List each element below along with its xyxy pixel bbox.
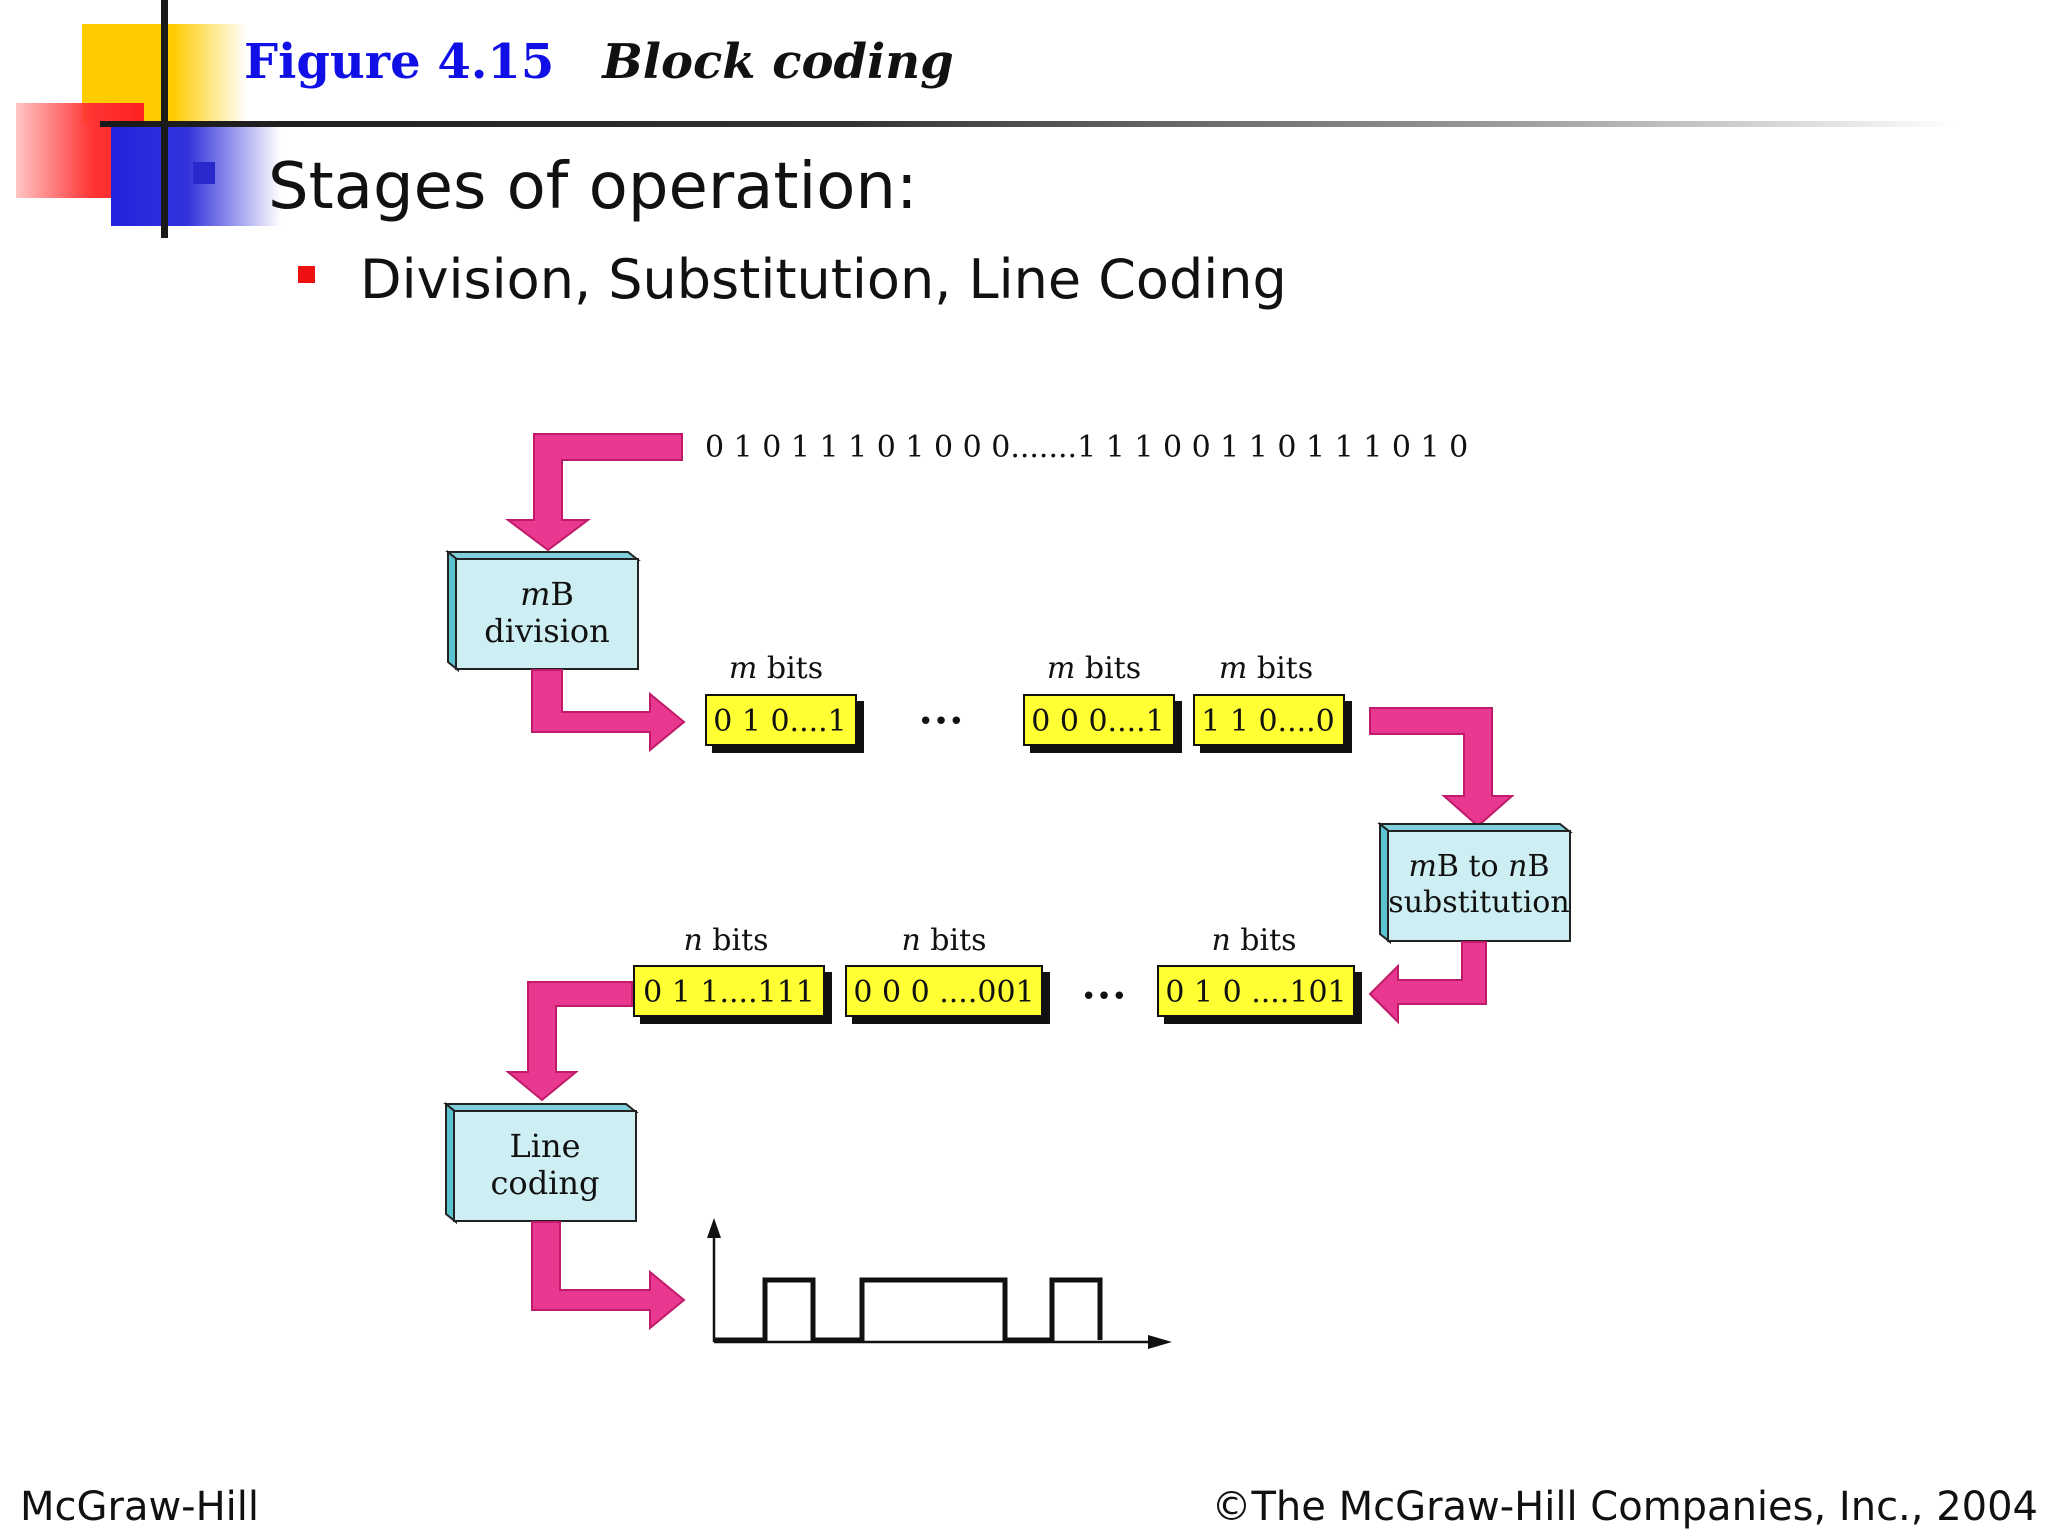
n-group-3-label-var: n [1211, 923, 1230, 958]
slide-heading: Stages of operation: [268, 150, 918, 224]
substitution-mid: B to [1437, 849, 1508, 884]
m-group-2-label-var: m [1047, 651, 1075, 686]
line-coding-block: Line coding [443, 1101, 639, 1225]
m-group-1-value: 0 1 0....1 [713, 704, 847, 739]
svg-text:n bits: n bits [1211, 923, 1296, 958]
bullet-square-icon [193, 162, 215, 184]
sub-bullet-square-icon [298, 266, 315, 283]
division-b: B [550, 575, 574, 613]
substitution-b: B [1527, 849, 1549, 884]
m-groups-ellipsis: ••• [918, 707, 964, 737]
line-coding-label-1: Line [509, 1127, 580, 1165]
division-m: m [520, 575, 550, 613]
n-group-3-value: 0 1 0 ....101 [1165, 975, 1346, 1010]
n-group-2-value: 0 0 0 ....001 [853, 975, 1034, 1010]
n-group-1-value: 0 1 1....111 [643, 975, 815, 1010]
n-group-1-label-var: n [683, 923, 702, 958]
m-group-1-label: bits [757, 651, 823, 686]
n-groups-ellipsis: ••• [1081, 982, 1127, 1012]
n-group-1: n bits 0 1 1....111 [633, 923, 832, 1024]
n-group-3: n bits 0 1 0 ....101 [1157, 923, 1362, 1024]
n-group-2-label-var: n [901, 923, 920, 958]
n-group-2: n bits 0 0 0 ....001 [845, 923, 1050, 1024]
m-group-1: m bits 0 1 0....1 [705, 651, 864, 753]
line-coding-label-2: coding [491, 1164, 600, 1202]
svg-text:m bits: m bits [1219, 651, 1313, 686]
m-group-3-label-var: m [1219, 651, 1247, 686]
n-group-3-label: bits [1231, 923, 1297, 958]
decor-vertical-line [161, 0, 168, 238]
figure-name: Block coding [602, 34, 954, 90]
svg-text:m bits: m bits [729, 651, 823, 686]
svg-text:m bits: m bits [1047, 651, 1141, 686]
input-arrow [505, 433, 683, 552]
m-group-3-label: bits [1247, 651, 1313, 686]
svg-text:mB: mB [520, 575, 574, 613]
division-block: mB division [445, 549, 641, 673]
svg-text:mB to nB: mB to nB [1408, 849, 1549, 884]
substitution-out-arrow [1368, 941, 1487, 1025]
m-group-3: m bits 1 1 0....0 [1193, 651, 1352, 753]
svg-text:n bits: n bits [901, 923, 986, 958]
m-group-2-label: bits [1075, 651, 1141, 686]
substitution-label: substitution [1388, 885, 1569, 920]
svg-text:n bits: n bits [683, 923, 768, 958]
m-group-2-value: 0 0 0....1 [1031, 704, 1165, 739]
output-signal-plot [707, 1218, 1172, 1349]
n-group-1-label: bits [703, 923, 769, 958]
line-coding-out-arrow [531, 1221, 686, 1331]
footer-copyright: ©The McGraw-Hill Companies, Inc., 2004 [1211, 1484, 2038, 1530]
n-group-2-label: bits [921, 923, 987, 958]
division-label: division [484, 612, 610, 650]
m-group-3-value: 1 1 0....0 [1201, 704, 1335, 739]
substitution-in-arrow [1369, 707, 1515, 828]
substitution-block: mB to nB substitution [1377, 821, 1573, 945]
m-group-2: m bits 0 0 0....1 [1023, 651, 1182, 753]
m-group-1-label-var: m [729, 651, 757, 686]
substitution-m: m [1408, 849, 1436, 884]
title-rule [100, 121, 1960, 127]
slide-title: Figure 4.15 Block coding [244, 34, 954, 90]
footer-publisher: McGraw-Hill [20, 1484, 260, 1530]
input-bit-stream: 0 1 0 1 1 1 0 1 0 0 0.......1 1 1 0 0 1 … [705, 430, 1468, 465]
division-out-arrow [531, 669, 686, 753]
slide-subpoint: Division, Substitution, Line Coding [360, 248, 1287, 311]
substitution-n: n [1508, 849, 1527, 884]
signal-waveform [714, 1277, 1103, 1343]
line-coding-in-arrow [505, 981, 633, 1102]
figure-label: Figure 4.15 [244, 34, 555, 90]
